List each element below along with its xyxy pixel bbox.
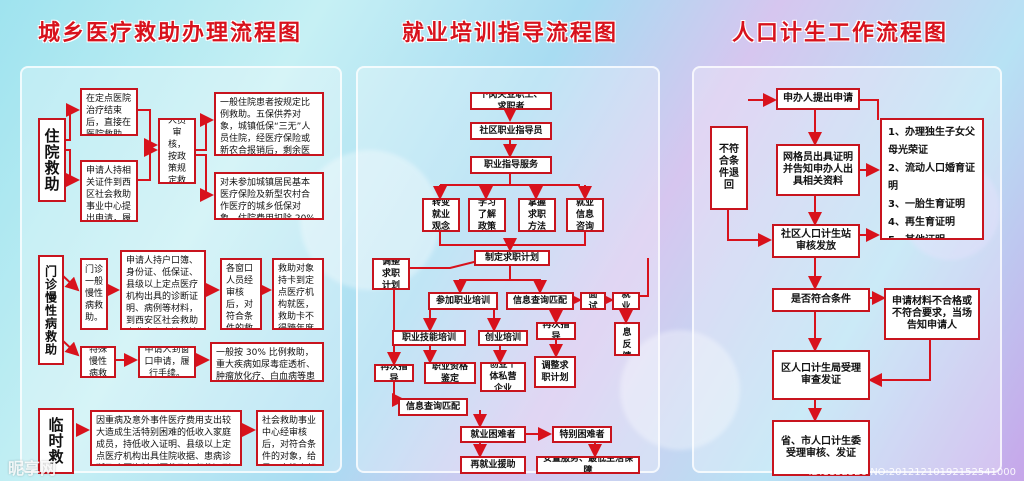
emp-readjust: 调整求职计划 [534, 356, 576, 388]
emp-special: 特别困难者 [552, 426, 612, 443]
inpatient-step-hospital: 在定点医院治疗结束后，直接在医院救助。 [80, 88, 138, 136]
pop-notify: 申请材料不合格或不符合要求，当场告知申请人 [884, 288, 980, 340]
emp-adjust: 调整求职计划 [372, 258, 410, 290]
emp-train: 参加职业培训 [428, 292, 498, 310]
pop-item-5: 5、其他证明 [888, 232, 982, 238]
emp-match-2: 信息查询匹配 [398, 398, 468, 416]
emp-reemployment: 再就业援助 [460, 456, 526, 474]
outpatient-special-apply: 申请人到窗口申请，履行手续。 [138, 346, 196, 378]
outpatient-special-rule: 一般按 30% 比例救助，重大疾病如尿毒症透析、肿瘤放化疗、白血病等患者按60%… [210, 342, 324, 382]
outpatient-special: 门诊特殊慢性病救助。 [80, 346, 116, 378]
outpatient-card: 各窗口人员经审核后，对符合条件的救助对象发放《日常救助卡》。 [220, 258, 262, 330]
watermark-logo: 昵享网 [8, 459, 57, 478]
emp-reguide: 再次指导 [536, 322, 576, 340]
section-inpatient: 住院救助 [38, 118, 66, 202]
title-population: 人口计生工作流程图 [731, 21, 948, 46]
pop-eligibility: 是否符合条件 [772, 288, 870, 312]
emp-concept: 转变就业观念 [422, 198, 460, 232]
inpatient-step-apply: 申请人持相关证件到西区社会救助事业中心提出申请，履行手续。 [80, 160, 138, 222]
emp-private: 创业个体私营企业 [480, 362, 526, 392]
emp-skill-training: 职业技能培训 [392, 330, 466, 346]
temporary-grant: 社会救助事业中心经审核后，对符合条件的对象，给予一次性定额救助。 [256, 410, 324, 466]
watermark-id: ID:1152526 NO:20121210192152541000 [808, 467, 1016, 478]
emp-jobseekers: 下岗失业职工、求职者 [470, 92, 552, 110]
inpatient-rule-uninsured: 对未参加城镇居民基本医疗保险及新型农村合作医疗的城乡低保对象，住院费用扣除 20… [214, 172, 324, 220]
emp-policy: 学习了解政策 [468, 198, 506, 232]
emp-employed: 就业 [612, 292, 640, 310]
pop-item-2: 2、流动人口婚育证明 [888, 163, 975, 192]
outpatient-apply: 申请人持户口簿、身份证、低保证、县级以上定点医疗机构出具的诊断证明、病例等材料，… [120, 250, 206, 330]
pop-item-4: 4、再生育证明 [888, 217, 955, 228]
inpatient-rule-general: 一般住院患者按规定比例救助。五保供养对象，城镇低保“三无”人员住院，经医疗保险或… [214, 92, 324, 156]
pop-item-3: 3、一胎生育证明 [888, 199, 965, 210]
pop-items-list: 1、办理独生子女父母光荣证 2、流动人口婚育证明 3、一胎生育证明 4、再生育证… [888, 124, 982, 238]
pop-apply: 申办人提出申请 [776, 88, 860, 110]
emp-hard: 就业困难者 [460, 426, 526, 443]
emp-guidance-service: 职业指导服务 [470, 156, 552, 174]
emp-cert: 职业资格鉴定 [424, 362, 476, 384]
section-temporary-label: 临时救 [46, 417, 65, 465]
emp-startup-training: 创业培训 [478, 330, 528, 346]
emp-feedback: 信息反馈 [614, 322, 640, 356]
pop-grid-proof: 网格员出具证明并告知申办人出具相关资料 [776, 144, 860, 196]
emp-match: 信息查询匹配 [506, 292, 574, 310]
pop-items-box: 1、办理独生子女父母光荣证 2、流动人口婚育证明 3、一胎生育证明 4、再生育证… [880, 118, 984, 240]
pop-reject: 不符合条件退回 [710, 126, 748, 210]
title-medical: 城乡医疗救助办理流程图 [37, 21, 302, 46]
emp-info: 就业信息咨询 [566, 198, 604, 232]
pop-city: 省、市人口计生委受理审核、发证 [772, 420, 870, 476]
section-inpatient-label: 住院救助 [42, 128, 61, 192]
emp-security: 安置服务、最低生活保障 [536, 456, 640, 474]
title-employment: 就业培训指导流程图 [401, 21, 618, 46]
background-flower [620, 330, 740, 450]
emp-plan: 制定求职计划 [474, 250, 550, 266]
emp-reguide-left: 再次指导 [374, 364, 414, 382]
emp-interview: 面试 [580, 292, 606, 310]
outpatient-general: 门诊一般慢性病救助。 [80, 258, 108, 330]
section-temporary: 临时救 [38, 408, 74, 474]
outpatient-use-card: 救助对象持卡到定点医疗机构就医，救助卡不得跨年度结转使用。 [272, 258, 324, 330]
emp-advisor: 社区职业指导员 [470, 122, 552, 140]
section-outpatient: 门诊慢性病救助 [38, 255, 64, 365]
section-outpatient-label: 门诊慢性病救助 [43, 264, 58, 356]
pop-item-1: 1、办理独生子女父母光荣证 [888, 127, 975, 156]
inpatient-review: 窗口人员审核，按政策规定救助。 [158, 118, 196, 184]
emp-method: 掌握求职方法 [518, 198, 556, 232]
temporary-apply: 因重病及意外事件医疗费用支出较大造成生活特别困难的低收入家庭成员，持低收入证明、… [90, 410, 242, 466]
pop-district: 区人口计生局受理审查发证 [772, 350, 870, 400]
pop-station-review: 社区人口计生站审核发放 [772, 224, 860, 258]
